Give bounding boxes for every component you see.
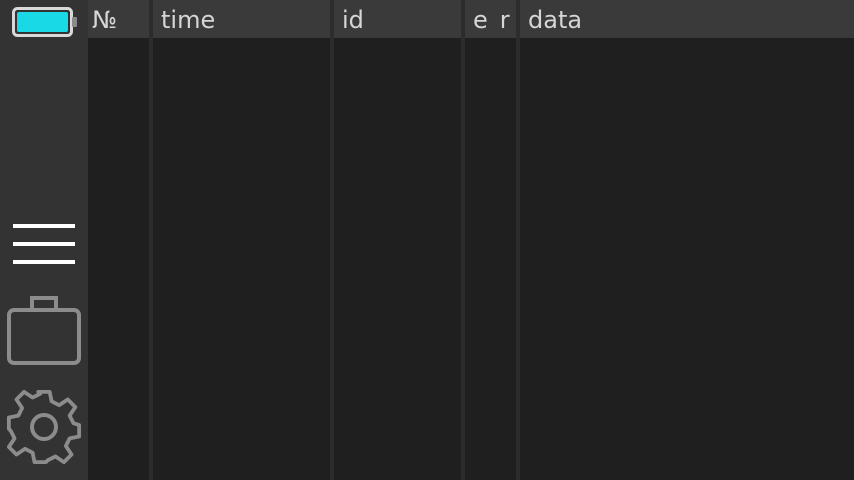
briefcase-button[interactable] (4, 290, 84, 370)
gear-icon (6, 389, 82, 465)
column-body-id (334, 38, 461, 480)
battery-icon (12, 7, 77, 37)
column-header-e: e (473, 6, 488, 34)
column-header-id[interactable]: id (334, 0, 461, 38)
column-header-number[interactable]: № (88, 0, 149, 38)
settings-button[interactable] (4, 386, 84, 468)
menu-button[interactable] (8, 218, 80, 270)
column-body-data (520, 38, 854, 480)
column-divider[interactable] (149, 0, 153, 480)
hamburger-menu-icon (13, 224, 75, 264)
column-divider[interactable] (461, 0, 465, 480)
column-body-number (88, 38, 149, 480)
column-header-data[interactable]: data (520, 0, 854, 38)
column-time: time (153, 0, 330, 480)
column-body-time (153, 38, 330, 480)
briefcase-icon (7, 296, 81, 365)
column-data: data (520, 0, 854, 480)
column-divider[interactable] (516, 0, 520, 480)
column-divider[interactable] (330, 0, 334, 480)
column-header-r: r (499, 6, 510, 34)
column-header-time[interactable]: time (153, 0, 330, 38)
sidebar (0, 0, 88, 480)
column-id: id (334, 0, 461, 480)
column-body-er (465, 38, 516, 480)
column-number: № (88, 0, 149, 480)
